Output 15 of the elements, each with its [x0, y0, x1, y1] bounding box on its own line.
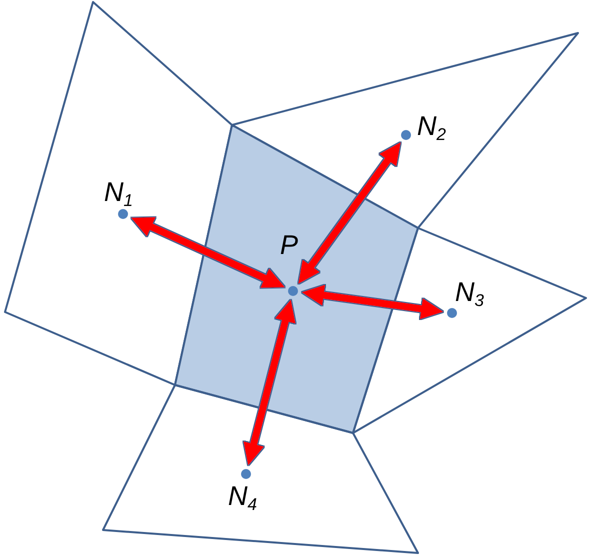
- double-arrow: [301, 284, 444, 320]
- double-arrow: [130, 214, 286, 290]
- cell-label: N$_{1}$: [104, 177, 133, 207]
- cell-label: N$_{3}$: [455, 277, 484, 307]
- mesh-cell: [102, 384, 419, 554]
- dot-icon: [241, 469, 251, 479]
- mesh-cell: [174, 124, 419, 434]
- cell-label: N$_{2}$: [417, 111, 446, 141]
- dot-icon: [447, 308, 457, 318]
- dot-icon: [401, 130, 411, 140]
- double-arrow: [244, 298, 296, 466]
- cell-label: P: [280, 230, 298, 260]
- mesh-cell: [352, 227, 587, 434]
- dot-icon: [118, 209, 128, 219]
- cell-label: N$_{4}$: [228, 481, 257, 511]
